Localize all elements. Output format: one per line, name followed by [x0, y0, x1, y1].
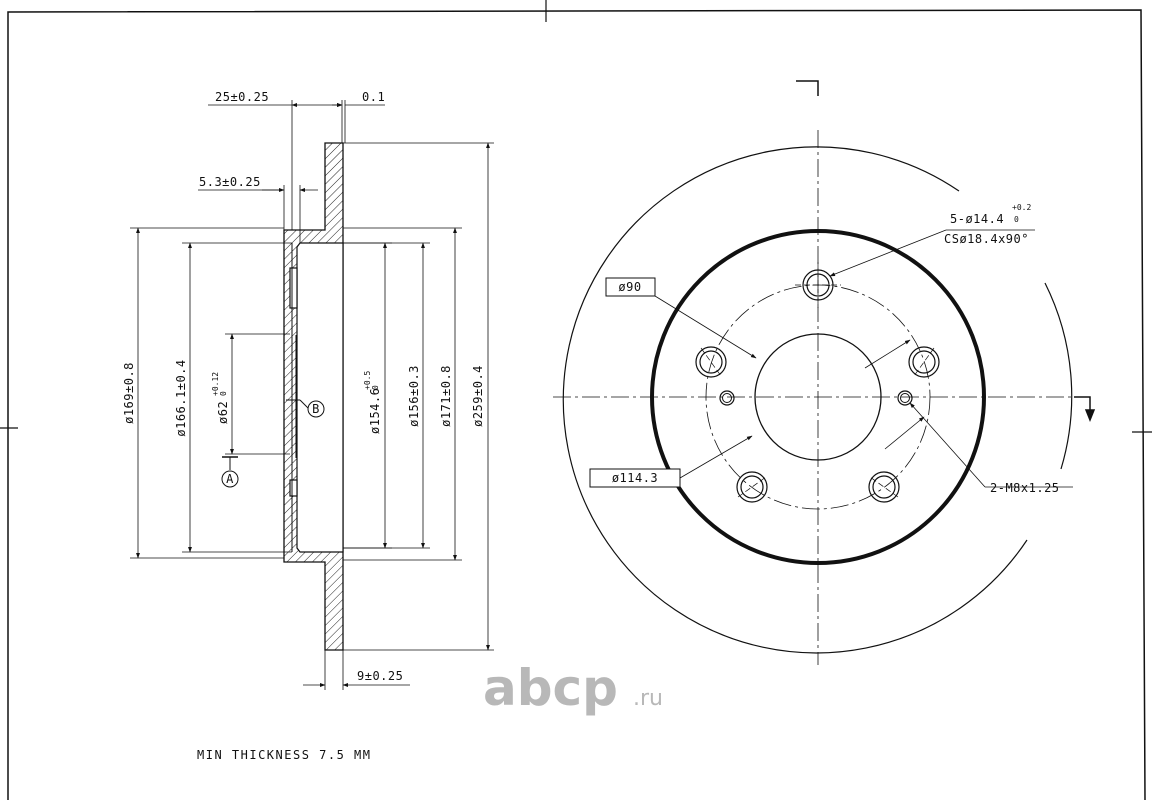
- section-view: B A: [122, 90, 494, 690]
- section-hat-cavity: [289, 242, 344, 553]
- dim-threaded-holes: 2-M8x1.25: [990, 481, 1060, 495]
- svg-text:abcp: abcp: [483, 659, 618, 717]
- bolt-hole-2: [908, 346, 940, 378]
- svg-text:.ru: .ru: [633, 686, 663, 711]
- dim-total-width: 25±0.25: [215, 90, 269, 104]
- dim-disc-thickness: 9±0.25: [357, 669, 403, 683]
- section-cut-markers: [796, 80, 1096, 423]
- label-pcd: ø114.3: [589, 468, 681, 488]
- dim-d154-group: ø154.6 +0.5 0: [363, 371, 382, 434]
- dim-d171: ø171±0.8: [439, 365, 453, 427]
- dim-d62-group: ø62 +0.12 0: [211, 372, 230, 424]
- dim-d166: ø166.1±0.4: [174, 359, 188, 436]
- dim-bolt-tol-lower: 0: [1014, 215, 1019, 224]
- svg-text:A: A: [226, 472, 234, 486]
- bolt-hole-3: [868, 471, 900, 503]
- face-hole-centerlines: [700, 262, 935, 498]
- svg-text:B: B: [312, 402, 320, 416]
- face-view: ø90 ø114.3 5-ø14.4 +0.2 0 CSø18.4x90° 2-…: [553, 80, 1096, 665]
- face-leaders: [654, 229, 1073, 488]
- datum-a-marker: A: [221, 456, 239, 488]
- label-center-bore: ø90: [605, 277, 656, 297]
- label-bolt-holes: 5-ø14.4 +0.2 0 CSø18.4x90°: [944, 203, 1031, 246]
- dim-d62-tol-upper: +0.12: [211, 372, 220, 396]
- dim-bolt-tol-upper: +0.2: [1012, 203, 1031, 212]
- threaded-hole-right: [897, 390, 913, 406]
- face-centerlines: [553, 130, 1085, 665]
- svg-text:ø114.3: ø114.3: [612, 471, 658, 485]
- abcp-watermark-logo: abcp .ru: [483, 659, 663, 717]
- dim-d62-tol-lower: 0: [219, 391, 228, 396]
- section-dimension-lines: [136, 103, 490, 687]
- threaded-hole-left: [719, 390, 735, 406]
- dim-bolt-holes: 5-ø14.4: [950, 212, 1004, 226]
- face-center-bore: [754, 333, 882, 461]
- datum-b-marker: B: [307, 400, 325, 418]
- bolt-hole-4: [736, 471, 768, 503]
- dim-d154-tol-lower: 0: [371, 385, 380, 390]
- min-thickness-note: MIN THICKNESS 7.5 MM: [197, 748, 372, 762]
- dim-d169: ø169±0.8: [122, 362, 136, 424]
- dim-d154-tol-upper: +0.5: [363, 371, 372, 390]
- bolt-hole-5: [695, 346, 727, 378]
- face-bolt-holes: [695, 269, 940, 503]
- dim-d259: ø259±0.4: [471, 365, 485, 427]
- dim-d62: ø62: [216, 401, 230, 424]
- dim-d154: ø154.6: [368, 388, 382, 434]
- dim-d156: ø156±0.3: [407, 365, 421, 427]
- face-outer-arcs: [562, 146, 1073, 654]
- face-hat-outer-circle: [650, 229, 986, 565]
- svg-text:ø90: ø90: [618, 280, 641, 294]
- section-details: [286, 243, 309, 552]
- dim-countersink: CSø18.4x90°: [944, 232, 1029, 246]
- dim-runout: 0.1: [362, 90, 385, 104]
- dim-hat-thickness: 5.3±0.25: [199, 175, 261, 189]
